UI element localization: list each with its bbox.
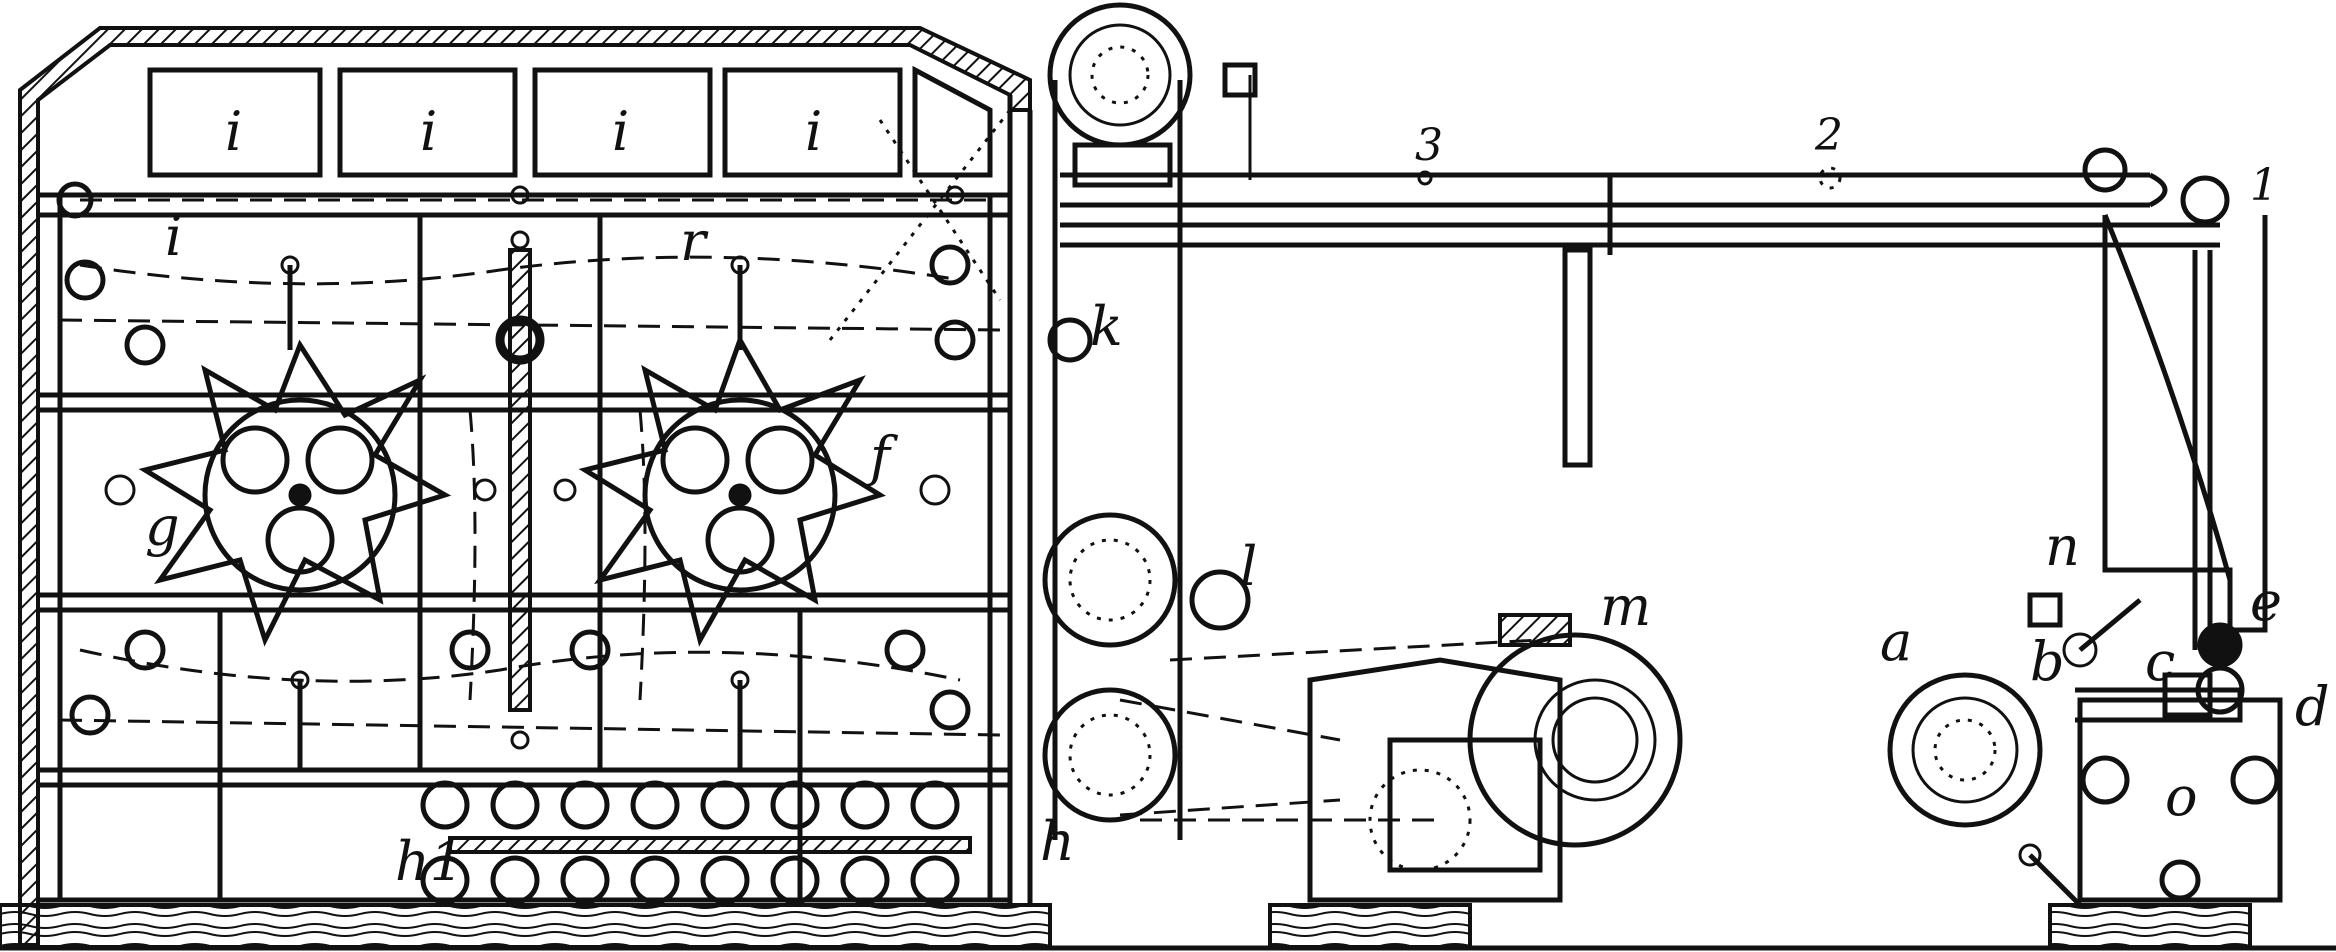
winder-machine (1119, 613, 1683, 903)
label-g: g (145, 495, 180, 558)
label-r: r (680, 210, 709, 273)
threaded-rod (495, 248, 545, 712)
web-path (59, 109, 1012, 737)
overhead-rail (1060, 147, 2230, 468)
label-c: c (2145, 630, 2175, 693)
label-i-3: i (612, 100, 629, 163)
label-n: n (2045, 515, 2080, 578)
label-i-2: i (420, 100, 437, 163)
label-h: h (1040, 810, 1075, 873)
label-2: 2 (1814, 110, 1843, 161)
right-stand (1887, 214, 2283, 907)
diagram-labels: i i i i i r k g f l m h h1 1 2 3 n a b c… (145, 100, 2330, 893)
label-i-5: i (165, 205, 182, 268)
label-e: e (2250, 570, 2282, 633)
label-f: f (866, 425, 898, 488)
label-l: l (1240, 535, 1257, 598)
star-wheel-left (138, 339, 452, 647)
star-wheel-right (578, 334, 886, 647)
drive-column (1042, 2, 1258, 840)
floor-base (0, 903, 2336, 951)
label-b: b (2030, 630, 2065, 693)
top-compartments (147, 65, 993, 178)
label-i-4: i (805, 100, 822, 163)
small-pivots (104, 185, 965, 770)
label-h1: h1 (395, 830, 464, 893)
label-k: k (1090, 295, 1123, 358)
label-o: o (2165, 765, 2198, 828)
label-d: d (2295, 675, 2330, 738)
label-a: a (1880, 610, 1912, 673)
heating-pipes (420, 780, 972, 905)
label-i-1: i (225, 100, 242, 163)
guide-rollers (56, 181, 1093, 736)
label-m: m (1600, 575, 1651, 638)
label-1: 1 (2250, 160, 2278, 211)
label-3: 3 (1415, 120, 1443, 171)
